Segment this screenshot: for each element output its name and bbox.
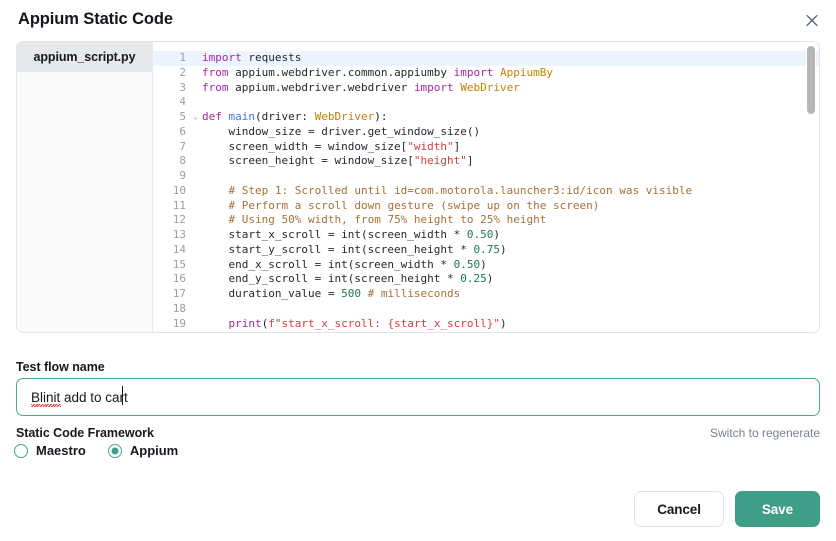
code-line: start_x_scroll = int(screen_width * 0.50… <box>202 228 501 241</box>
file-list: appium_script.py <box>17 42 153 332</box>
line-number: 16 <box>172 272 186 286</box>
line-number: 17 <box>172 287 186 300</box>
line-number: 12 <box>172 213 186 227</box>
cancel-button[interactable]: Cancel <box>634 491 724 527</box>
code-line: # Step 1: Scrolled until id=com.motorola… <box>228 183 693 197</box>
chevron-down-icon[interactable]: ⌄ <box>193 112 198 121</box>
code-line: duration_value = 500 # milliseconds <box>202 287 461 300</box>
close-icon-glyph <box>806 14 818 26</box>
code-line: end_y_scroll = int(screen_height * 0.25) <box>202 272 494 286</box>
editor-scrollbar-thumb[interactable] <box>807 46 815 114</box>
radio-icon-appium[interactable] <box>107 443 122 458</box>
line-number: 9 <box>179 169 186 182</box>
editor-vertical-scrollbar[interactable] <box>806 46 816 328</box>
code-line: window_size = driver.get_window_size() <box>202 124 481 138</box>
code-line: screen_height = window_size["height"] <box>202 154 474 168</box>
text-caret <box>122 386 123 405</box>
code-line <box>202 302 819 317</box>
save-button[interactable]: Save <box>734 491 820 527</box>
close-icon[interactable] <box>800 8 824 32</box>
code-line: print(f"start_x_scroll: {start_x_scroll}… <box>228 316 507 330</box>
code-line: def main(driver: WebDriver): <box>202 110 388 123</box>
code-line: # Using 50% width, from 75% height to 25… <box>228 213 547 227</box>
line-number: 14 <box>172 242 186 256</box>
line-number: 3 <box>179 80 186 94</box>
radio-icon-maestro[interactable] <box>14 443 28 458</box>
code-line: import requests <box>189 51 819 66</box>
line-number: 15 <box>172 257 186 271</box>
line-number: 2 <box>179 65 186 79</box>
code-line <box>202 95 819 110</box>
code-line: from appium.webdriver.webdriver import W… <box>202 80 520 94</box>
line-number: 1 <box>153 51 189 66</box>
line-number: 18 <box>172 301 186 315</box>
switch-to-regenerate-link[interactable]: Switch to regenerate <box>709 426 820 440</box>
code-line: screen_width = window_size["width"] <box>202 139 461 153</box>
line-number: 10 <box>172 183 186 197</box>
line-number: 5⌄ <box>179 110 198 123</box>
static-code-framework-label: Static Code Framework <box>16 426 154 440</box>
page-title: Appium Static Code <box>18 10 173 28</box>
modal-footer: Cancel Save <box>634 491 820 527</box>
modal-header: Appium Static Code <box>18 10 173 29</box>
code-line: start_y_scroll = int(screen_height * 0.7… <box>202 242 507 256</box>
framework-radio-group: Maestro Appium <box>14 443 178 458</box>
code-line: # Perform a scroll down gesture (swipe u… <box>228 198 600 212</box>
radio-option-appium[interactable]: Appium <box>107 443 179 458</box>
radio-label-appium: Appium <box>129 443 179 458</box>
test-flow-name-label: Test flow name <box>16 360 105 374</box>
file-tab-appium-script[interactable]: appium_script.py <box>17 42 152 72</box>
test-flow-name-input[interactable] <box>16 378 820 416</box>
line-number: 4 <box>179 95 186 109</box>
radio-label-maestro: Maestro <box>36 443 86 458</box>
code-line: end_x_scroll = int(screen_width * 0.50) <box>202 257 487 271</box>
code-line <box>202 169 819 184</box>
line-number: 11 <box>172 198 186 212</box>
line-number: 6 <box>179 124 186 138</box>
line-number: 13 <box>172 228 186 241</box>
line-number: 8 <box>179 154 186 168</box>
code-line: from appium.webdriver.common.appiumby im… <box>202 65 554 79</box>
line-number: 19 <box>172 316 186 330</box>
line-number: 7 <box>179 139 186 153</box>
radio-option-maestro[interactable]: Maestro <box>14 443 86 458</box>
